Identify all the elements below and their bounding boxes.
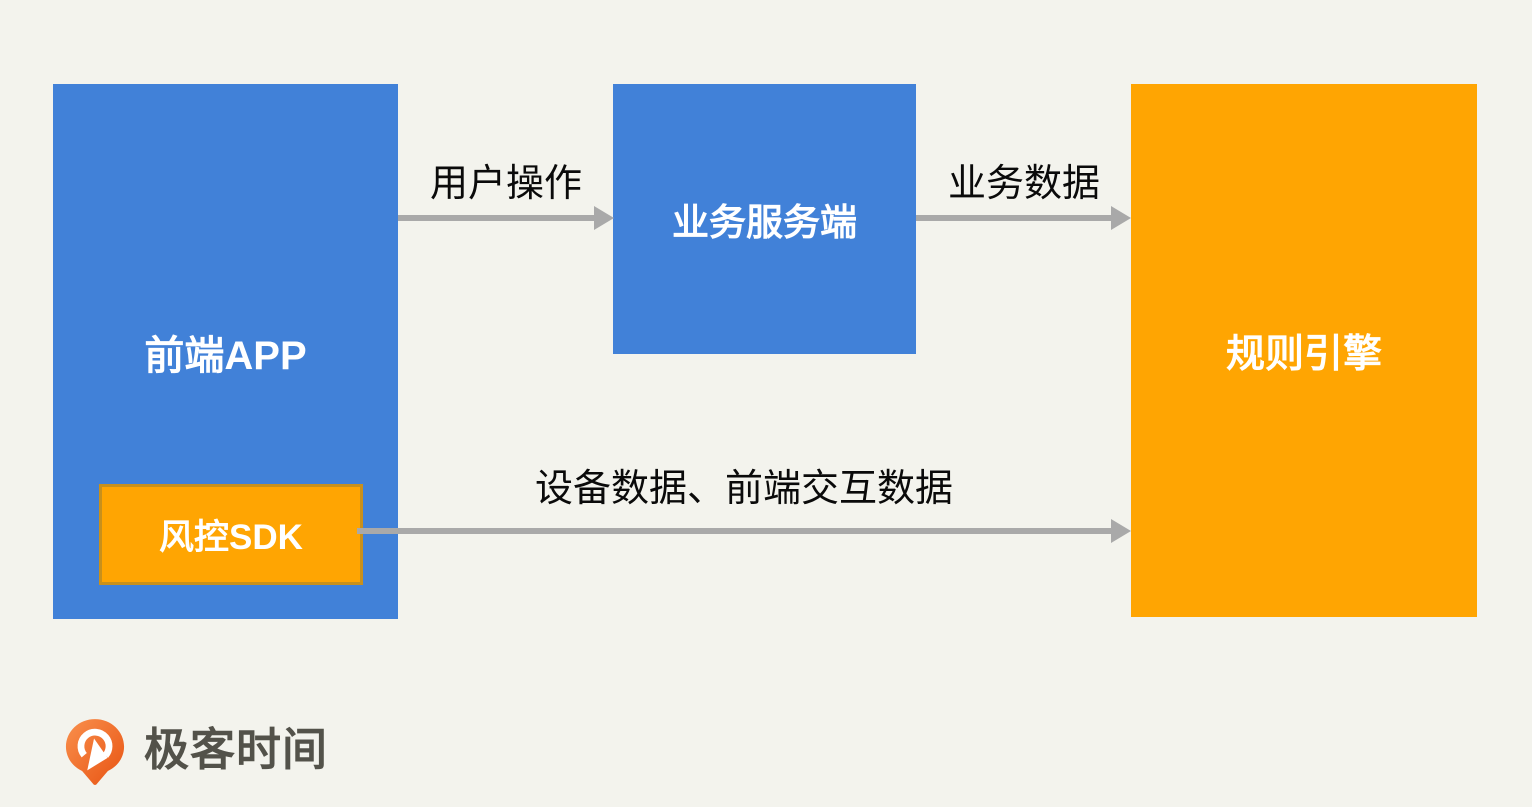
node-risk-sdk: 风控SDK [99, 484, 363, 585]
edge-business-data-line [916, 215, 1113, 221]
edge-user-action-line [398, 215, 597, 221]
node-business-server: 业务服务端 [613, 84, 916, 354]
node-risk-sdk-label: 风控SDK [159, 518, 303, 557]
node-rule-engine: 规则引擎 [1131, 84, 1477, 617]
edge-business-data-label: 业务数据 [947, 163, 1100, 205]
edge-user-action-label: 用户操作 [429, 163, 582, 205]
node-business-server-label: 业务服务端 [672, 202, 857, 243]
node-frontend-app-label: 前端APP [144, 333, 307, 378]
arrowhead-right-icon [1111, 206, 1131, 230]
arrowhead-right-icon [594, 206, 614, 230]
node-rule-engine-label: 规则引擎 [1225, 332, 1382, 376]
geektime-pin-arrow-icon [65, 719, 125, 785]
edge-device-data-label: 设备数据、前端交互数据 [534, 468, 953, 510]
node-frontend-app: 前端APP 风控SDK [53, 84, 398, 619]
geektime-logo: 极客时间 [64, 718, 328, 786]
edge-device-data-line [357, 528, 1113, 534]
arrowhead-right-icon [1111, 519, 1131, 543]
geektime-logo-text: 极客时间 [144, 723, 329, 775]
